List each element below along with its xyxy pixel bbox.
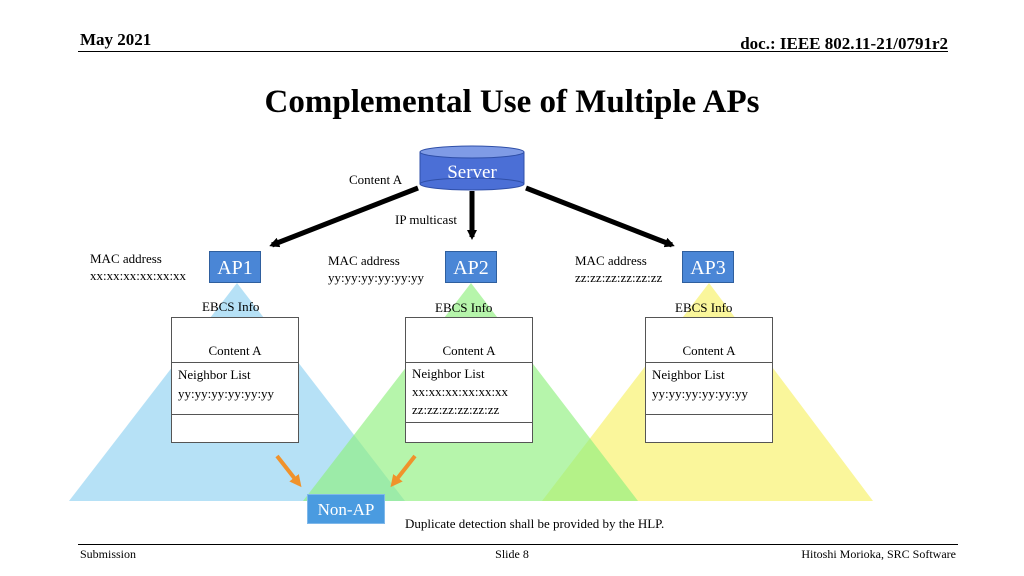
ap3-content: Content A: [646, 318, 772, 363]
server-icon: [419, 145, 525, 191]
ap1-mac-address: xx:xx:xx:xx:xx:xx: [90, 268, 187, 283]
orange-arrow-left: [275, 454, 302, 488]
multicast-arrow-ap3: [525, 185, 675, 248]
ap1-ebcs-label: EBCS Info: [202, 299, 260, 314]
ap1-mac-title: MAC address: [90, 251, 162, 266]
ap2-neighbor-title: Neighbor List: [412, 366, 485, 381]
ap3-mac-title: MAC address: [575, 253, 647, 268]
ap3-ebcs-label: EBCS Info: [675, 300, 733, 315]
ap1-neighbor-list: Neighbor List yy:yy:yy:yy:yy:yy: [172, 363, 298, 415]
ap3-neighbor-list: Neighbor List yy:yy:yy:yy:yy:yy: [646, 363, 772, 415]
ap2-ebcs-info-box: Content A Neighbor List xx:xx:xx:xx:xx:x…: [405, 317, 533, 443]
ap3-neighbor-title: Neighbor List: [652, 367, 725, 382]
header-doc-id: doc.: IEEE 802.11-21/0791r2: [740, 34, 948, 53]
ap3-ebcs-info-box: Content A Neighbor List yy:yy:yy:yy:yy:y…: [645, 317, 773, 443]
ap3-node: AP3: [682, 251, 734, 283]
ap1-node: AP1: [209, 251, 261, 283]
ap2-mac-title: MAC address: [328, 253, 400, 268]
ap2-neighbor-entry: zz:zz:zz:zz:zz:zz: [412, 402, 500, 417]
footer-submission: Submission: [80, 547, 137, 561]
header-divider: [78, 51, 948, 52]
server-content-label: Content A: [349, 172, 403, 187]
duplicate-detection-note: Duplicate detection shall be provided by…: [405, 516, 665, 531]
multicast-arrow-ap1: [269, 185, 419, 248]
ap3-neighbor-entry: yy:yy:yy:yy:yy:yy: [652, 386, 749, 401]
ap3-mac-address: zz:zz:zz:zz:zz:zz: [575, 270, 663, 285]
ap1-ebcs-info-box: Content A Neighbor List yy:yy:yy:yy:yy:y…: [171, 317, 299, 443]
ip-multicast-label: IP multicast: [395, 212, 457, 227]
ap2-mac-address: yy:yy:yy:yy:yy:yy: [328, 270, 425, 285]
ap1-neighbor-entry: yy:yy:yy:yy:yy:yy: [178, 386, 275, 401]
footer-slide-number: Slide 8: [495, 547, 529, 561]
ap1-content: Content A: [172, 318, 298, 363]
ap2-neighbor-entry: xx:xx:xx:xx:xx:xx: [412, 384, 509, 399]
slide-title: Complemental Use of Multiple APs: [264, 84, 760, 120]
ap2-ebcs-label: EBCS Info: [435, 300, 493, 315]
footer-divider: [78, 544, 958, 545]
footer-author: Hitoshi Morioka, SRC Software: [801, 547, 956, 561]
server-label: Server: [447, 162, 497, 183]
header-date: May 2021: [80, 30, 152, 49]
ap2-neighbor-list: Neighbor List xx:xx:xx:xx:xx:xx zz:zz:zz…: [406, 363, 532, 423]
ap1-neighbor-title: Neighbor List: [178, 367, 251, 382]
orange-arrow-right: [390, 454, 417, 488]
ap2-content: Content A: [406, 318, 532, 363]
non-ap-node: Non-AP: [307, 494, 385, 524]
ap2-node: AP2: [445, 251, 497, 283]
